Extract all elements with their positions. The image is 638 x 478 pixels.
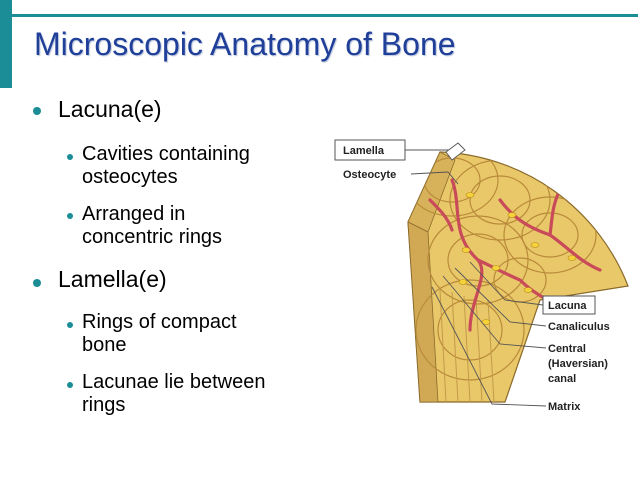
bullet-dot xyxy=(33,107,41,115)
label-haversian: (Haversian) xyxy=(548,358,608,370)
sub-bullet-line: Rings of compact xyxy=(82,311,237,333)
bone-front-face xyxy=(407,221,439,403)
accent-rule-top xyxy=(12,14,638,17)
sub-bullet-line: osteocytes xyxy=(82,166,178,188)
label-matrix: Matrix xyxy=(548,401,581,413)
label-lamella: Lamella xyxy=(343,145,385,157)
accent-bar-left xyxy=(0,0,12,88)
sub-bullet-line: bone xyxy=(82,334,127,356)
bullet-dot xyxy=(33,279,41,287)
slide-title: Microscopic Anatomy of Bone xyxy=(34,26,456,62)
label-canal: canal xyxy=(548,373,576,385)
label-central: Central xyxy=(548,343,586,355)
sub-bullet-dot xyxy=(67,213,73,219)
sub-bullet-line: rings xyxy=(82,394,126,416)
sub-bullet-line: Cavities containing xyxy=(82,143,250,165)
sub-bullet-line: Lacunae lie between xyxy=(82,371,266,393)
sub-bullet-line: Arranged in xyxy=(82,203,186,225)
sub-bullet-line: concentric rings xyxy=(82,226,223,248)
label-lacuna: Lacuna xyxy=(548,300,587,312)
sub-bullet-dot xyxy=(67,322,73,328)
bullet-lamella: Lamella(e) xyxy=(58,266,167,292)
label-canaliculus: Canaliculus xyxy=(548,321,610,333)
sub-bullet-dot xyxy=(67,382,73,388)
sub-bullet-dot xyxy=(67,154,73,160)
label-osteocyte: Osteocyte xyxy=(343,169,396,181)
bullet-lacuna: Lacuna(e) xyxy=(58,96,162,122)
